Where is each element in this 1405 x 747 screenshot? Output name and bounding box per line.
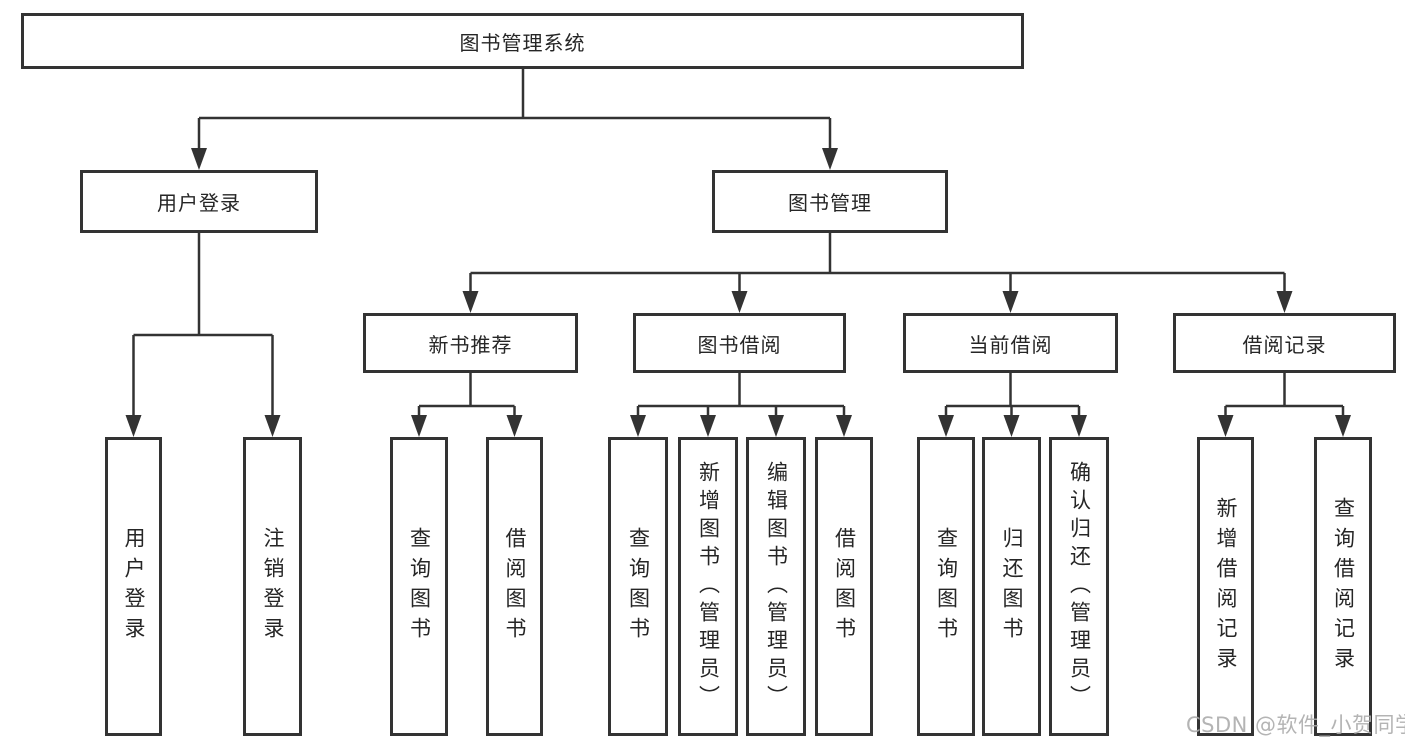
leaf-add-book-admin-label: 新增图书（管理员） (696, 460, 721, 713)
leaf-query-books-recommend-label: 查询图书 (407, 526, 432, 647)
node-new-book-recommend-label: 新书推荐 (428, 332, 513, 357)
leaf-user-login-label: 用户登录 (122, 526, 146, 647)
node-current-borrow-label: 当前借阅 (968, 332, 1053, 357)
leaf-query-books-current-label: 查询图书 (934, 526, 959, 647)
leaf-borrow-books-recommend-label: 借阅图书 (503, 526, 527, 647)
leaf-edit-book-admin: 编辑图书（管理员） (746, 437, 806, 736)
node-current-borrow: 当前借阅 (903, 313, 1118, 373)
node-user-login-label: 用户登录 (157, 191, 241, 215)
node-book-borrow: 图书借阅 (633, 313, 846, 373)
node-borrow-records: 借阅记录 (1173, 313, 1396, 373)
leaf-confirm-return-admin: 确认归还（管理员） (1049, 437, 1109, 736)
leaf-add-borrow-record-label: 新增借阅记录 (1214, 496, 1238, 677)
node-borrow-records-label: 借阅记录 (1242, 332, 1327, 357)
node-user-login: 用户登录 (80, 170, 318, 233)
node-new-book-recommend: 新书推荐 (363, 313, 578, 373)
leaf-user-login: 用户登录 (105, 437, 162, 736)
leaf-query-borrow-record-label: 查询借阅记录 (1331, 496, 1356, 677)
leaf-query-books-recommend: 查询图书 (390, 437, 448, 736)
node-root-label: 图书管理系统 (459, 30, 586, 55)
node-book-borrow-label: 图书借阅 (697, 332, 782, 357)
leaf-confirm-return-admin-label: 确认归还（管理员） (1067, 460, 1092, 713)
arrowhead-icons (125, 148, 1351, 437)
leaf-edit-book-admin-label: 编辑图书（管理员） (764, 460, 789, 713)
leaf-query-books-borrow: 查询图书 (608, 437, 668, 736)
leaf-query-books-current: 查询图书 (917, 437, 975, 736)
leaf-logout-label: 注销登录 (261, 526, 285, 647)
leaf-query-books-borrow-label: 查询图书 (626, 526, 651, 647)
leaf-borrow-books-recommend: 借阅图书 (486, 437, 543, 736)
leaf-borrow-books-borrow: 借阅图书 (815, 437, 873, 736)
leaf-return-books-label: 归还图书 (1000, 526, 1024, 647)
leaf-borrow-books-borrow-label: 借阅图书 (832, 526, 857, 647)
leaf-add-book-admin: 新增图书（管理员） (678, 437, 738, 736)
csdn-watermark: CSDN @软件_小贺同学 (1186, 713, 1405, 737)
leaf-return-books: 归还图书 (982, 437, 1041, 736)
node-book-management: 图书管理 (712, 170, 948, 233)
leaf-query-borrow-record: 查询借阅记录 (1314, 437, 1372, 736)
leaf-logout: 注销登录 (243, 437, 302, 736)
node-book-management-label: 图书管理 (788, 191, 872, 215)
leaf-add-borrow-record: 新增借阅记录 (1197, 437, 1254, 736)
node-root: 图书管理系统 (21, 13, 1024, 69)
